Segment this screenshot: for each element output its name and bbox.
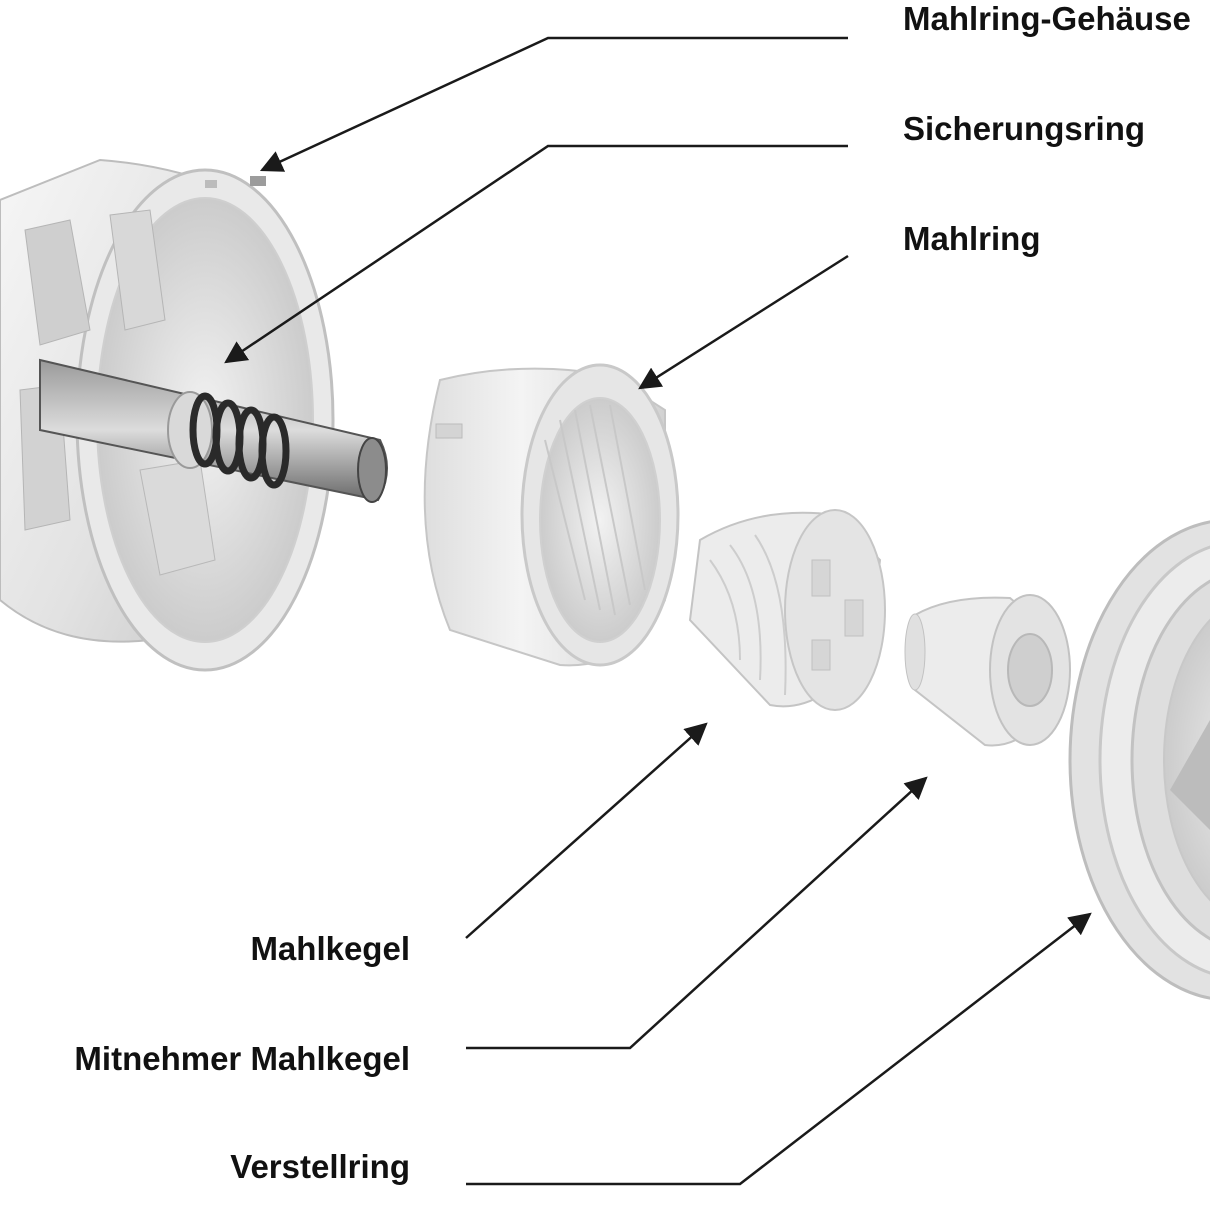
label-mahlkegel: Mahlkegel <box>250 930 410 967</box>
label-mahlring-gehaeuse: Mahlring-Gehäuse <box>903 0 1191 37</box>
mitnehmer-mahlkegel-part <box>904 594 1071 747</box>
leader-verstellring <box>466 912 1092 1186</box>
label-verstellring: Verstellring <box>230 1148 410 1185</box>
label-mitnehmer-mahlkegel: Mitnehmer Mahlkegel <box>74 1040 410 1077</box>
leader-mahlring <box>638 254 849 390</box>
label-mahlring: Mahlring <box>903 220 1041 257</box>
leader-mahlkegel <box>465 722 708 939</box>
label-sicherungsring: Sicherungsring <box>903 110 1146 147</box>
leader-sicherungsring <box>224 144 848 364</box>
leader-mahlring-gehaeuse <box>259 36 848 172</box>
leader-lines <box>224 36 1092 1186</box>
leader-mitnehmer <box>466 776 928 1050</box>
mahlring-part <box>423 363 680 667</box>
verstellring-part <box>1068 520 1210 1000</box>
mahlkegel-part <box>688 509 886 711</box>
sicherungsring-part <box>39 358 389 503</box>
mahlring-gehaeuse-part <box>0 158 335 672</box>
